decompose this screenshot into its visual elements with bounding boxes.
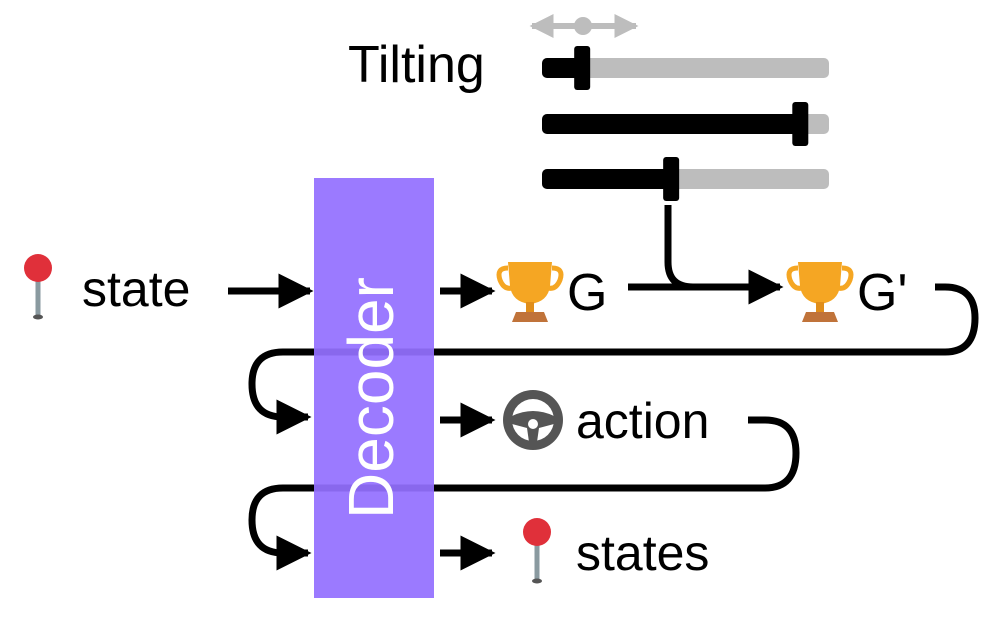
action-label: action [576, 393, 709, 449]
tilting-label: Tilting [348, 36, 485, 94]
slider-handle[interactable] [574, 46, 591, 90]
tilting-slider-3[interactable] [542, 157, 829, 201]
slider-track [542, 58, 829, 78]
state-label: state [82, 261, 190, 317]
tilting-slider-2[interactable] [542, 102, 829, 146]
loop-gprime-decoder [248, 283, 979, 435]
loop-action-decoder [248, 416, 800, 571]
tilting-sliders [542, 46, 829, 201]
steering-wheel-icon [503, 390, 563, 450]
trophy-icon [786, 262, 854, 322]
g-prime-label: G' [857, 264, 907, 322]
drag-hint-icon [529, 13, 639, 38]
slider-handle[interactable] [792, 102, 809, 146]
g-label: G [567, 264, 607, 322]
map-pin-icon [523, 518, 551, 584]
states-label: states [576, 525, 709, 581]
decoder-label: Decoder [335, 277, 407, 519]
slider-fill [542, 114, 801, 134]
tilting-slider-1[interactable] [542, 46, 829, 90]
slider-fill [542, 58, 583, 78]
slider-fill [542, 169, 672, 189]
map-pin-icon [24, 254, 52, 320]
decoder-block [314, 178, 434, 598]
trophy-icon [496, 262, 564, 322]
slider-handle[interactable] [663, 157, 680, 201]
tilt-connector [664, 205, 694, 291]
